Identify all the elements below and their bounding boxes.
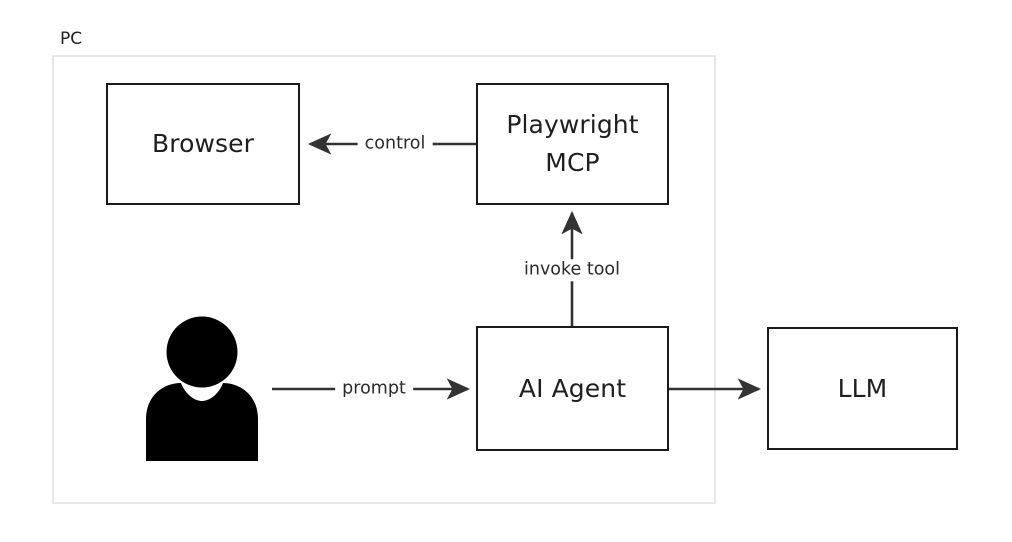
pc-boundary-box <box>52 55 716 504</box>
edge-label-invoke-tool: invoke tool <box>517 259 627 281</box>
user-person-icon <box>146 316 258 461</box>
edge-label-prompt: prompt <box>335 378 413 400</box>
edge-label-control: control <box>357 133 433 155</box>
node-browser[interactable]: Browser <box>106 83 300 205</box>
node-ai-agent[interactable]: AI Agent <box>476 326 669 451</box>
node-llm[interactable]: LLM <box>767 327 958 450</box>
pc-boundary-label: PC <box>60 29 83 49</box>
node-playwright-mcp[interactable]: Playwright MCP <box>476 83 669 205</box>
